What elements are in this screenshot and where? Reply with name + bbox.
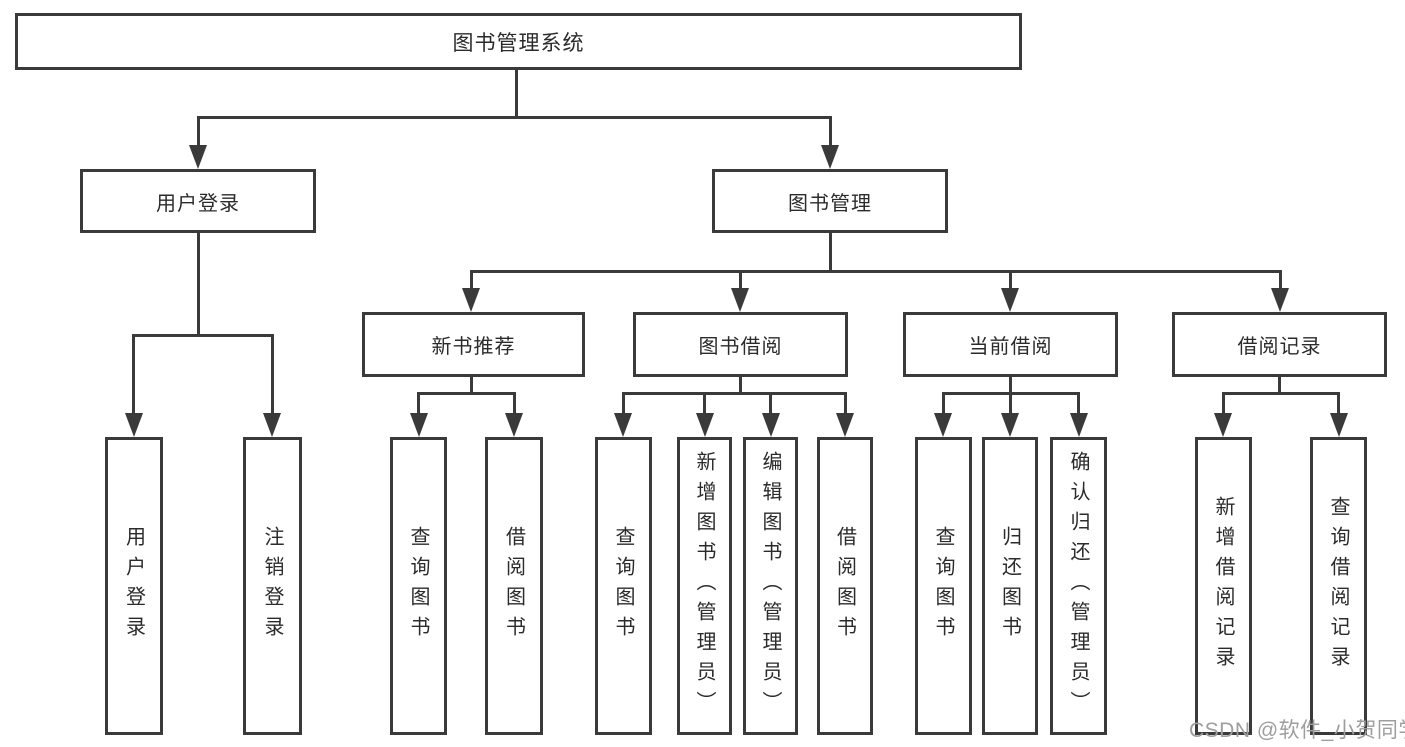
connector-level2-bus	[197, 116, 831, 119]
connector-borrow-records-bus	[1222, 392, 1340, 395]
leaf-user-login: 用户登录	[105, 437, 163, 735]
connector-user-login-stem	[197, 233, 200, 336]
leaf-records-add: 新增借阅记录	[1195, 437, 1252, 735]
connector-level3-bus	[470, 270, 1282, 273]
connector-new-books-stem	[470, 377, 473, 395]
connector-arrow-shaft	[703, 392, 706, 415]
leaf-new-books-query: 查询图书	[390, 437, 447, 735]
node-book-management-system: 图书管理系统	[15, 13, 1022, 70]
arrow-down-icon	[1214, 413, 1232, 437]
leaf-records-query: 查询借阅记录	[1310, 437, 1367, 735]
node-current-borrowing: 当前借阅	[903, 312, 1118, 377]
connector-arrow-shaft	[829, 116, 832, 150]
connector-current-borrow-stem	[1009, 377, 1012, 395]
arrow-down-icon	[1001, 288, 1019, 312]
leaf-borrow-query: 查询图书	[595, 437, 652, 735]
connector-arrow-shaft	[622, 392, 625, 415]
connector-root-stem	[515, 70, 518, 119]
connector-user-login-bus	[133, 334, 274, 337]
connector-book-mgmt-stem	[829, 233, 832, 272]
connector-book-borrow-bus	[622, 392, 846, 395]
arrow-down-icon	[1001, 413, 1019, 437]
connector-arrow-shaft	[132, 334, 135, 416]
arrow-down-icon	[614, 413, 632, 437]
node-user-login: 用户登录	[80, 169, 316, 233]
connector-arrow-shaft	[271, 334, 274, 416]
connector-arrow-shaft	[470, 270, 473, 290]
leaf-new-books-borrow: 借阅图书	[485, 437, 543, 735]
connector-arrow-shaft	[513, 392, 516, 415]
connector-arrow-shaft	[1279, 270, 1282, 290]
arrow-down-icon	[263, 413, 281, 437]
arrow-down-icon	[505, 413, 523, 437]
node-book-borrowing: 图书借阅	[633, 312, 848, 377]
arrow-down-icon	[189, 145, 207, 169]
leaf-current-confirm-return-admin: 确认归还（管理员）	[1050, 437, 1107, 735]
connector-book-borrow-stem	[739, 377, 742, 395]
connector-arrow-shaft	[417, 392, 420, 415]
leaf-current-return: 归还图书	[982, 437, 1038, 735]
node-new-book-recommend: 新书推荐	[362, 312, 585, 377]
connector-arrow-shaft	[1222, 392, 1225, 415]
arrow-down-icon	[1271, 288, 1289, 312]
arrow-down-icon	[821, 145, 839, 169]
connector-arrow-shaft	[942, 392, 945, 415]
csdn-watermark: CSDN @软件_小贺同学	[1189, 719, 1405, 742]
arrow-down-icon	[410, 413, 428, 437]
arrow-down-icon	[836, 413, 854, 437]
arrow-down-icon	[696, 413, 714, 437]
leaf-borrow-add-admin: 新增图书（管理员）	[677, 437, 732, 735]
connector-new-books-bus	[417, 392, 516, 395]
leaf-current-query: 查询图书	[915, 437, 972, 735]
arrow-down-icon	[934, 413, 952, 437]
connector-borrow-records-stem	[1278, 377, 1281, 395]
connector-arrow-shaft	[769, 392, 772, 415]
arrow-down-icon	[125, 413, 143, 437]
connector-arrow-shaft	[197, 116, 200, 150]
leaf-logout: 注销登录	[243, 437, 302, 735]
arrow-down-icon	[762, 413, 780, 437]
node-borrow-records: 借阅记录	[1172, 312, 1387, 377]
connector-arrow-shaft	[844, 392, 847, 415]
connector-arrow-shaft	[1009, 270, 1012, 290]
node-book-management: 图书管理	[712, 169, 948, 233]
connector-arrow-shaft	[1337, 392, 1340, 415]
leaf-borrow-edit-admin: 编辑图书（管理员）	[743, 437, 798, 735]
leaf-borrow-borrow: 借阅图书	[817, 437, 873, 735]
arrow-down-icon	[1070, 413, 1088, 437]
arrow-down-icon	[1330, 413, 1348, 437]
arrow-down-icon	[731, 288, 749, 312]
connector-arrow-shaft	[739, 270, 742, 290]
connector-arrow-shaft	[1077, 392, 1080, 415]
connector-arrow-shaft	[1009, 392, 1012, 415]
arrow-down-icon	[462, 288, 480, 312]
